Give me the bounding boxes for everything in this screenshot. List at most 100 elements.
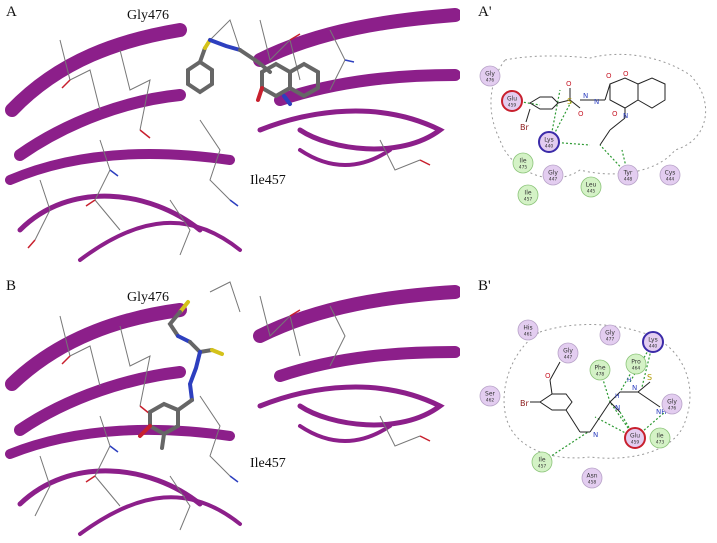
residue-name: Phe [594,365,605,372]
atom-n: N [583,92,588,100]
residue-node-gly476: Gly476 [661,393,683,415]
atom-o: O [623,70,629,78]
atom-br: Br [520,123,529,132]
loop [78,220,242,262]
residue-number: 440 [649,344,658,350]
atom-n: N [632,384,637,392]
ligand-b [138,300,224,450]
residue-name: Gly [667,399,677,406]
residue-name: Ile [519,158,526,165]
residue-node-gly476: Gly476 [479,65,501,87]
atom-s: S [567,97,572,106]
atom-o: O [612,110,618,118]
residue-number: 457 [538,464,547,470]
residue-label-ile457: Ile457 [250,456,286,471]
residue-number: 448 [624,177,633,183]
residue-number: 478 [596,372,605,378]
atom-n: N [615,404,620,412]
residue-name: Leu [586,182,597,189]
residue-number: 457 [524,197,533,203]
atom-n: N [623,112,628,120]
residue-number: 447 [549,177,558,183]
residue-name: Glu [507,96,517,103]
atom-n: N [594,98,599,106]
residue-nodes: Gly476Glu459Lys440Ile475Gly447Ile457Leu4… [479,65,681,206]
protein-ribbon-view-b [5,281,460,536]
atom-o: O [566,80,572,88]
residue-number: 447 [564,355,573,361]
residue-number: 464 [632,366,641,372]
residue-name: Gly [485,71,495,78]
residue-number: 475 [519,165,528,171]
residue-name: Gly [605,330,615,337]
panel-a: A Gly476 Ile457 [0,0,460,270]
residue-name: Tyr [623,170,633,177]
residue-name: Ile [524,190,531,197]
beta-strand [5,23,187,117]
residue-node-ile457: Ile457 [531,451,553,473]
atom-o: O [545,372,551,380]
residue-name: Cys [665,170,676,177]
residue-number: 440 [545,144,554,150]
panel-b: B Gly476 Ile457 [0,272,460,543]
residue-name: Asn [586,473,597,480]
loop [78,495,242,536]
atom-nh2: NH [656,408,667,416]
beta-strand [5,149,235,185]
residue-name: Gly [563,348,573,355]
panel-a-prime: A' Br S O O O O [460,0,717,270]
atom-n: N [593,431,598,439]
residue-name: Gly [548,170,558,177]
residue-node-ile457: Ile457 [517,184,539,206]
loop [257,108,445,152]
residue-number: 445 [587,189,596,195]
panel-b-prime: B' Br O [460,272,717,543]
loop [17,193,203,233]
atom-s: S [647,373,652,382]
residue-name: Ile [538,457,545,464]
beta-strand [253,8,460,67]
residue-label-gly476: Gly476 [127,290,169,305]
beta-strand [5,303,187,391]
atom-h: H [615,393,620,400]
beta-strand [274,346,460,382]
loop [298,424,392,443]
residue-number: 477 [606,337,615,343]
residue-number: 444 [666,177,675,183]
residue-number: 461 [524,332,533,338]
residue-name: Pro [631,359,641,366]
residue-label-gly476: Gly476 [127,8,169,23]
residue-number: 462 [486,398,495,404]
ligand-a [186,38,320,106]
atom-o: O [606,72,612,80]
residue-name: Ile [656,433,663,440]
atom-h: H [627,377,632,384]
beta-strand [14,89,186,161]
loop [298,148,392,167]
atom-br: Br [520,399,529,408]
residue-number: 459 [631,440,640,446]
panel-b-prime-label: B' [478,278,491,294]
residue-number: 458 [588,480,597,486]
loop [257,384,445,428]
residue-number: 473 [656,440,665,446]
residue-number: 459 [508,103,517,109]
residue-name: Glu [630,433,640,440]
protein-ribbon-view-a [5,8,460,262]
